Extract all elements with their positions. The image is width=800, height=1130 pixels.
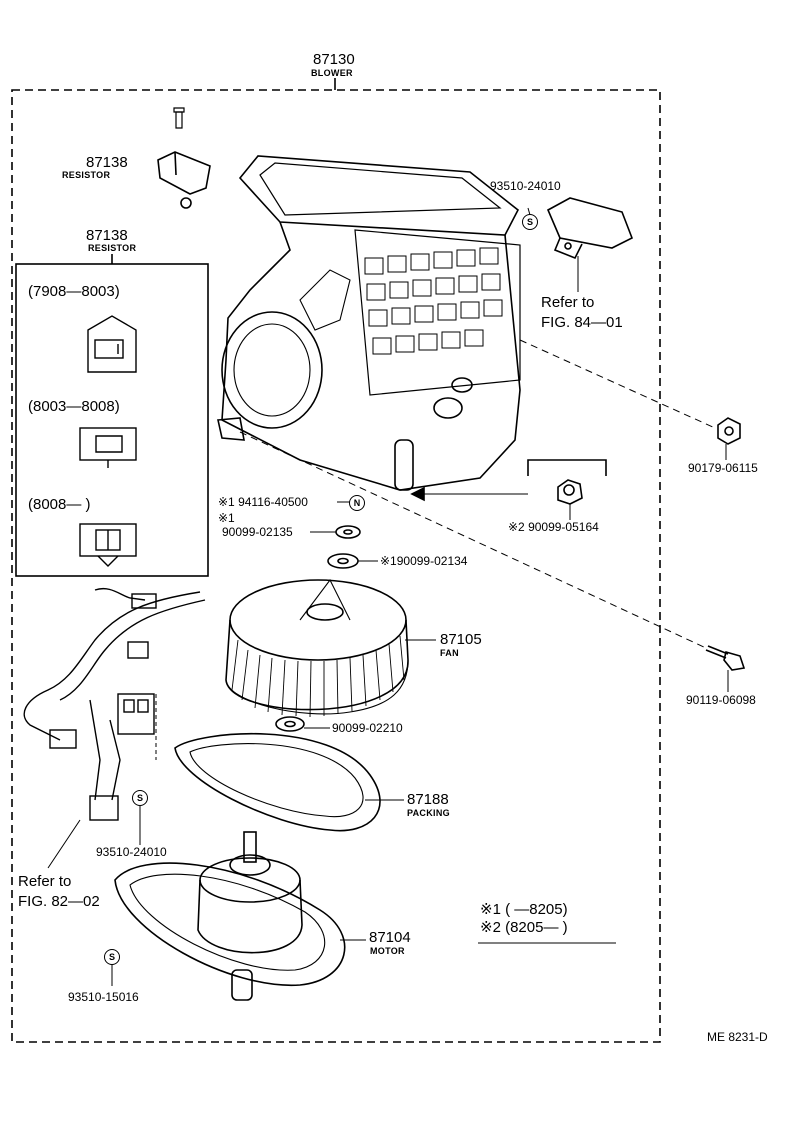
washer-02134-shape [327, 553, 359, 569]
washer-02210-shape [275, 716, 305, 732]
resistor-variant-box [15, 263, 209, 577]
resistor-top-name: RESISTOR [62, 170, 111, 180]
fan-part-number: 87105 [440, 631, 482, 648]
nut-n-part-number: ※1 94116-40500 [218, 495, 308, 509]
resistor-variant-1-shape [87, 315, 137, 373]
assembly-boundary [11, 89, 661, 1043]
resistor-variant-3-shape [79, 523, 137, 567]
motor-name: MOTOR [370, 946, 405, 956]
note-line-2: ※2 (8205— ) [480, 919, 568, 936]
screw-b-part-number: 93510-24010 [96, 845, 167, 859]
bolt-right-part-number: 90119-06098 [686, 693, 756, 707]
washer-02135-shape [335, 525, 361, 539]
screw-a-part-number: 93510-24010 [490, 179, 561, 193]
nut-right-part-number: 90179-06115 [688, 461, 758, 475]
bolt-06098-shape [705, 645, 746, 671]
assembly-name: BLOWER [311, 68, 353, 78]
assembly-part-number: 87130 [313, 51, 355, 68]
packing-name: PACKING [407, 808, 450, 818]
nut-2-part-number: ※2 90099-05164 [508, 520, 599, 534]
ref-fig-82-line1: Refer to [18, 873, 72, 890]
screw-a-mark: S [522, 214, 538, 230]
nut-n-mark: N [349, 495, 365, 511]
packing-part-number: 87188 [407, 791, 449, 808]
resistor-box-name: RESISTOR [88, 243, 137, 253]
resistor-variant-3-label: (8008— ) [28, 496, 91, 513]
nut-06115-shape [717, 417, 741, 445]
nut-05164-shape [557, 479, 583, 505]
screw-c-mark: S [104, 949, 120, 965]
diagram-code: ME 8231-D [707, 1030, 768, 1044]
washer-2-part-number: ※190099-02134 [380, 554, 468, 568]
motor-part-number: 87104 [369, 929, 411, 946]
resistor-top-part [157, 107, 211, 209]
motor-shape [114, 831, 346, 1001]
ref-fig-84-line1: Refer to [541, 294, 595, 311]
screw-c-part-number: 93510-15016 [68, 990, 139, 1004]
resistor-right-part [546, 197, 634, 260]
resistor-variant-1-label: (7908—8003) [28, 283, 120, 300]
screw-b-mark: S [132, 790, 148, 806]
resistor-box-part-number: 87138 [86, 227, 128, 244]
ref-fig-82-line2: FIG. 82—02 [18, 893, 100, 910]
packing-shape [174, 732, 381, 832]
resistor-variant-2-label: (8003—8008) [28, 398, 120, 415]
washer-1-prefix: ※1 [218, 511, 235, 525]
resistor-top-part-number: 87138 [86, 154, 128, 171]
blower-case [217, 155, 521, 491]
ref-fig-84-line2: FIG. 84—01 [541, 314, 623, 331]
wire-harness [23, 588, 206, 821]
resistor-variant-2-shape [79, 427, 137, 468]
case-grille [364, 247, 503, 355]
fan-name: FAN [440, 648, 459, 658]
fan-shape [225, 578, 409, 715]
note-line-1: ※1 ( —8205) [480, 901, 568, 918]
washer-3-part-number: 90099-02210 [332, 721, 403, 735]
fan-blades [231, 635, 405, 718]
washer-1-part-number: 90099-02135 [222, 525, 293, 539]
